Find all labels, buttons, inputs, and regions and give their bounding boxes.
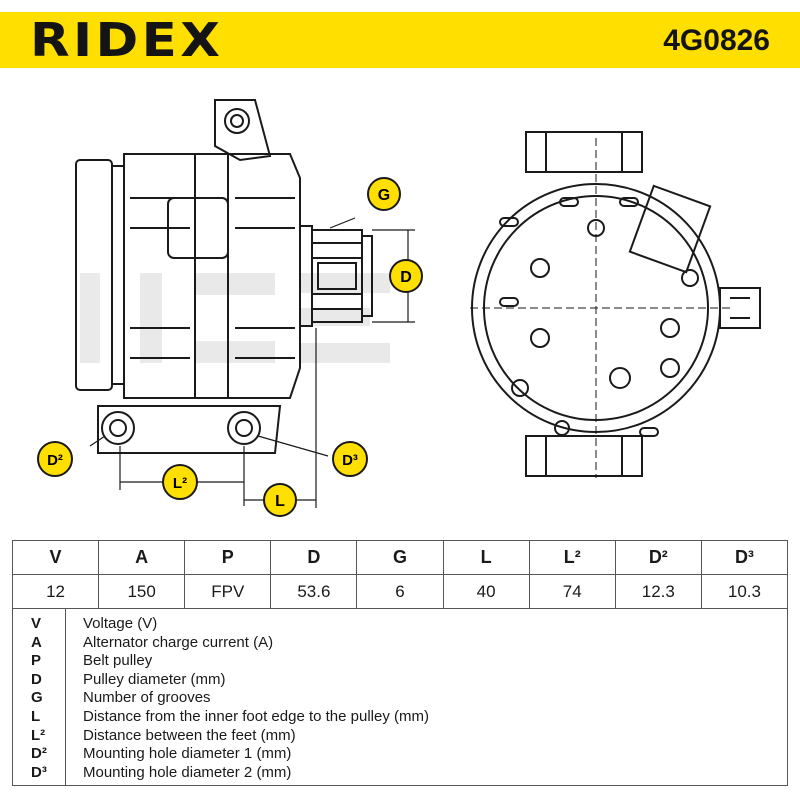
spec-value: 12 bbox=[11, 574, 100, 609]
label-d-text: D bbox=[400, 269, 412, 286]
legend-symbol: V bbox=[31, 615, 42, 632]
legend-symbol: D³ bbox=[31, 763, 47, 781]
alternator-rear-view bbox=[470, 131, 761, 478]
technical-drawing: G D D² D³ L² L bbox=[0, 68, 800, 540]
spec-value: 150 bbox=[98, 574, 186, 609]
legend-item: L² Distance between the feet (mm) bbox=[13, 727, 789, 746]
watermark-logo bbox=[80, 273, 390, 363]
legend-item: L Distance from the inner foot edge to t… bbox=[13, 708, 789, 727]
legend-item: A Alternator charge current (A) bbox=[13, 634, 789, 653]
legend-symbol: G bbox=[31, 689, 43, 707]
brand-header: RIDEX 4G0826 bbox=[0, 12, 800, 68]
label-l-text: L bbox=[275, 493, 285, 510]
label-d2: D² bbox=[37, 441, 73, 477]
label-l2: L² bbox=[162, 464, 198, 500]
part-number: 4G0826 bbox=[663, 24, 770, 57]
spec-value: 74 bbox=[528, 574, 616, 609]
spec-header: G bbox=[356, 540, 444, 575]
spec-header: A bbox=[98, 540, 186, 575]
legend-item: D³ Mounting hole diameter 2 (mm) bbox=[13, 764, 789, 783]
spec-header: P bbox=[184, 540, 272, 575]
spec-value: 53.6 bbox=[270, 574, 358, 609]
spec-value: FPV bbox=[184, 574, 272, 609]
legend-description: Mounting hole diameter 1 (mm) bbox=[83, 745, 292, 763]
spec-header: L bbox=[442, 540, 530, 575]
legend-description: Number of grooves bbox=[83, 689, 211, 707]
label-d: D bbox=[389, 259, 423, 293]
spec-header: D³ bbox=[700, 540, 789, 575]
label-d2-text: D² bbox=[47, 452, 63, 469]
legend-symbol: L² bbox=[31, 726, 46, 744]
spec-header: V bbox=[11, 540, 100, 575]
legend-symbol: D² bbox=[31, 745, 47, 763]
legend-symbol: D bbox=[31, 670, 42, 688]
legend-item: D² Mounting hole diameter 1 (mm) bbox=[13, 745, 789, 764]
label-d3: D³ bbox=[332, 441, 368, 477]
spec-header-row: V A P D G L L² D² D³ bbox=[11, 540, 789, 575]
spec-value: 40 bbox=[442, 574, 530, 609]
label-l: L bbox=[263, 483, 297, 517]
alternator-side-view bbox=[75, 99, 373, 454]
spec-value: 6 bbox=[356, 574, 444, 609]
legend-symbol: L bbox=[31, 708, 41, 725]
spec-header: L² bbox=[528, 540, 616, 575]
legend-description: Pulley diameter (mm) bbox=[83, 670, 226, 688]
legend-item: D Pulley diameter (mm) bbox=[13, 671, 789, 690]
spec-value-row: 12 150 FPV 53.6 6 40 74 12.3 10.3 bbox=[11, 574, 789, 609]
legend-description: Alternator charge current (A) bbox=[83, 633, 274, 651]
label-g-text: G bbox=[378, 187, 390, 204]
spec-header: D² bbox=[614, 540, 702, 575]
spec-table: V A P D G L L² D² D³ 12 150 FPV 53.6 6 4… bbox=[11, 540, 789, 609]
label-g: G bbox=[367, 177, 401, 211]
legend-description: Belt pulley bbox=[83, 652, 153, 670]
legend-item: V Voltage (V) bbox=[13, 615, 789, 634]
legend-description: Distance from the inner foot edge to the… bbox=[83, 708, 429, 725]
legend-description: Voltage (V) bbox=[83, 615, 158, 632]
spec-value: 10.3 bbox=[700, 574, 789, 609]
label-d3-text: D³ bbox=[342, 452, 358, 469]
brand-logo: RIDEX bbox=[30, 13, 224, 67]
legend-box: V Voltage (V) A Alternator charge curren… bbox=[12, 608, 788, 786]
spec-value: 12.3 bbox=[614, 574, 702, 609]
alternator-drawing-svg: G D D² D³ L² L bbox=[37, 99, 761, 517]
legend-symbol: A bbox=[31, 633, 42, 651]
dimension-lines bbox=[89, 217, 415, 508]
legend-description: Mounting hole diameter 2 (mm) bbox=[83, 763, 292, 781]
legend-description: Distance between the feet (mm) bbox=[83, 726, 296, 744]
legend-item: G Number of grooves bbox=[13, 689, 789, 708]
legend-symbol: P bbox=[31, 652, 42, 670]
spec-header: D bbox=[270, 540, 358, 575]
legend-divider bbox=[65, 609, 66, 785]
legend-item: P Belt pulley bbox=[13, 652, 789, 671]
label-l2-text: L² bbox=[173, 475, 187, 492]
